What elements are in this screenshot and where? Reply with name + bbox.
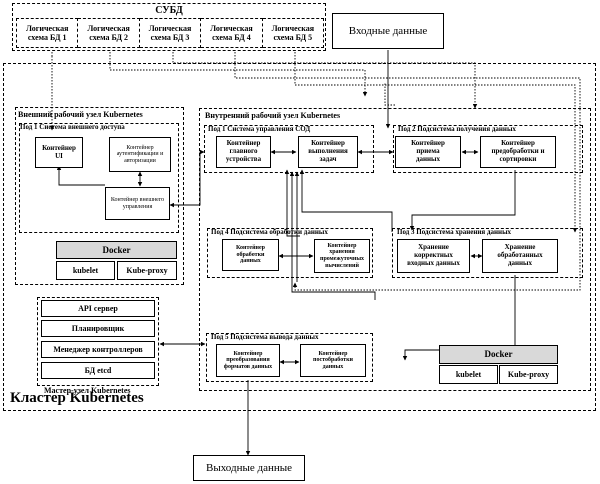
master-etcd[interactable]: БД etcd xyxy=(41,362,155,379)
schema-db-5[interactable]: Логическая схема БД 5 xyxy=(262,18,325,48)
master-node xyxy=(37,297,159,386)
output-data-box[interactable]: Выходные данные xyxy=(193,455,305,481)
container-data-processing[interactable]: Контейнер обработки данных xyxy=(222,239,279,271)
container-main-device[interactable]: Контейнер главного устройства xyxy=(216,136,271,168)
int-pod5 xyxy=(206,333,373,382)
int-kube-proxy: Kube-proxy xyxy=(499,365,558,384)
int-pod3-title: Под 3 Подсистема хранения данных xyxy=(397,228,512,236)
int-pod4 xyxy=(207,228,373,278)
int-pod4-title: Под 4 Подсистема обработки данных xyxy=(211,228,328,236)
master-controller-manager[interactable]: Менеджер контроллеров xyxy=(41,341,155,358)
internal-node-title: Внутренний рабочий узел Kubernetes xyxy=(205,111,341,120)
int-pod2-title: Под 2 Подсистема получения данных xyxy=(398,125,516,133)
schema-db-2[interactable]: Логическая схема БД 2 xyxy=(78,18,140,48)
container-task-execution[interactable]: Контейнер выполнения задач xyxy=(298,136,358,168)
master-title: Мастер-узел Kubernetes xyxy=(44,386,131,395)
input-data-box[interactable]: Входные данные xyxy=(332,13,444,49)
ext-docker: Docker xyxy=(56,241,177,259)
cluster-title: Кластер Kubernetes xyxy=(10,390,144,406)
container-postprocessing[interactable]: Контейнер постобработки данных xyxy=(300,344,366,377)
container-external-control[interactable]: Контейнер внешнего управления xyxy=(105,187,170,220)
ext-pod1-title: Под 1 Система внешнего доступа xyxy=(20,123,125,131)
int-pod1 xyxy=(204,125,374,173)
container-ui[interactable]: Контейнер UI xyxy=(35,137,83,168)
master-scheduler[interactable]: Планировщик xyxy=(41,320,155,337)
container-auth[interactable]: Контейнер аутентификации и авторизации xyxy=(109,137,171,172)
container-format-conversion[interactable]: Контейнер преобразования форматов данных xyxy=(216,344,280,377)
int-pod5-title: Под 5 Подсистема вывода данных xyxy=(211,333,319,341)
external-worker-node xyxy=(15,107,184,285)
master-api-server[interactable]: API сервер xyxy=(41,300,155,317)
int-docker: Docker xyxy=(439,345,558,364)
container-preprocessing[interactable]: Контейнер предобработки и сортировки xyxy=(480,136,556,168)
kubernetes-cluster xyxy=(3,63,596,411)
subd-schema-list: Логическая схема БД 1 Логическая схема Б… xyxy=(16,18,325,48)
external-node-title: Внешний рабочий узел Kubernetes xyxy=(18,110,143,119)
storage-processed-data[interactable]: Хранение обработанных данных xyxy=(482,239,558,273)
int-pod2 xyxy=(393,125,583,173)
int-pod1-title: Под 1 Система управления СОД xyxy=(208,125,311,133)
schema-db-3[interactable]: Логическая схема БД 3 xyxy=(139,18,202,48)
schema-db-1[interactable]: Логическая схема БД 1 xyxy=(16,18,79,48)
subd-title: СУБД xyxy=(155,5,183,16)
container-data-reception[interactable]: Контейнер приема данных xyxy=(395,136,461,168)
int-kubelet: kubelet xyxy=(439,365,498,384)
ext-pod1 xyxy=(19,123,179,233)
subd-panel: СУБД Логическая схема БД 1 Логическая сх… xyxy=(12,3,326,51)
schema-db-4[interactable]: Логическая схема БД 4 xyxy=(201,18,263,48)
int-pod3 xyxy=(392,228,583,278)
ext-kubelet: kubelet xyxy=(56,261,115,280)
ext-kube-proxy: Kube-proxy xyxy=(117,261,177,280)
storage-valid-input[interactable]: Хранение корректных входных данных xyxy=(397,239,470,273)
internal-worker-node xyxy=(199,108,591,391)
container-intermediate-storage[interactable]: Контейнер хранения промежуточных вычисле… xyxy=(314,239,370,273)
